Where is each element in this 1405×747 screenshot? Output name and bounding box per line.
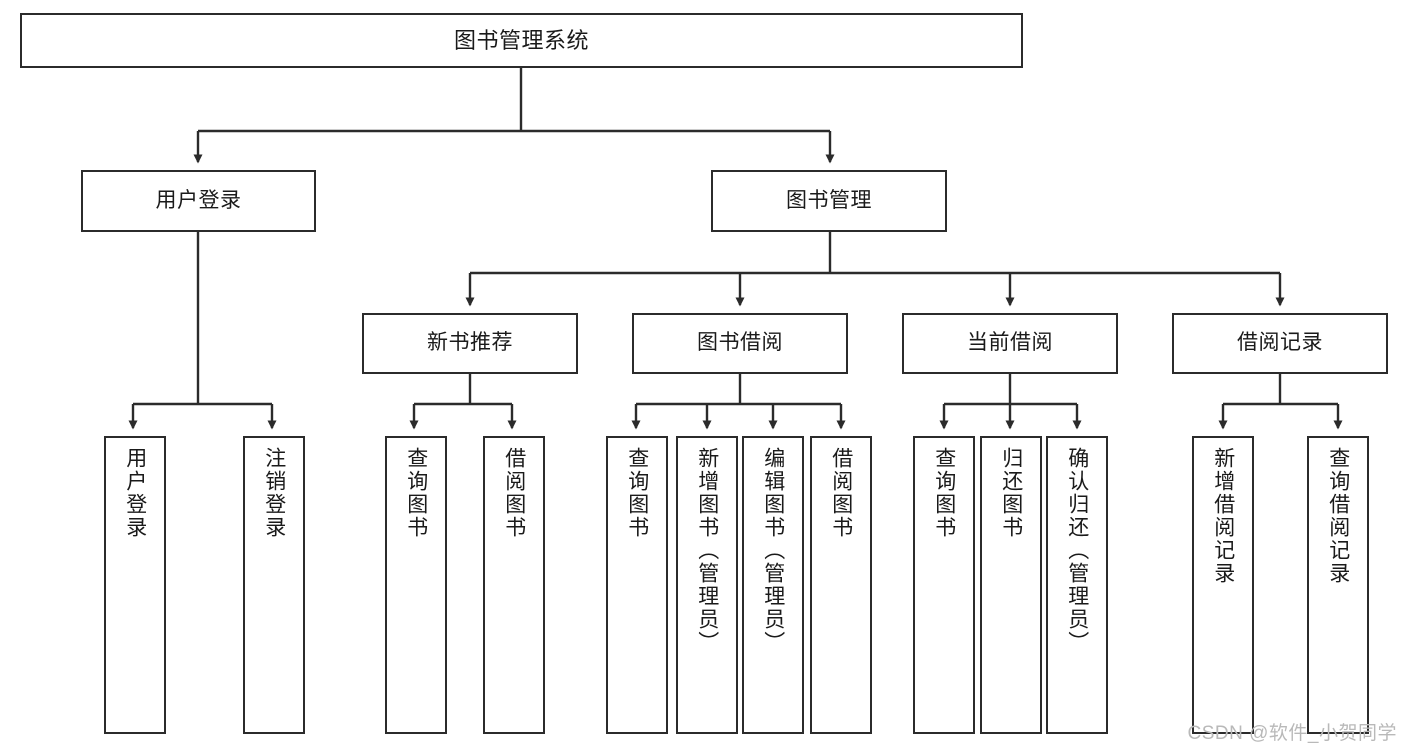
node-book-management[interactable]: 图书管理 [711,170,947,232]
node-label: 查询图书 [625,447,649,539]
node-label: 图书管理系统 [453,27,589,53]
leaf-borrow-edit-book-admin[interactable]: 编辑图书（管理员） [742,436,804,734]
node-label: 编辑图书（管理员） [761,447,785,654]
node-borrow-record[interactable]: 借阅记录 [1172,313,1388,374]
leaf-record-query-record[interactable]: 查询借阅记录 [1307,436,1369,734]
leaf-current-return-book[interactable]: 归还图书 [980,436,1042,734]
node-user-login[interactable]: 用户登录 [81,170,316,232]
node-book-borrow[interactable]: 图书借阅 [632,313,848,374]
leaf-user-login-login[interactable]: 用户登录 [104,436,166,734]
csdn-watermark: CSDN @软件_小贺同学 [1187,723,1397,744]
node-label: 借阅图书 [829,447,853,539]
leaf-recommend-query-book[interactable]: 查询图书 [385,436,447,734]
leaf-record-add-record[interactable]: 新增借阅记录 [1192,436,1254,734]
node-label: 注销登录 [262,447,286,539]
leaf-borrow-query-book[interactable]: 查询图书 [606,436,668,734]
node-label: 确认归还（管理员） [1065,447,1089,654]
node-label: 查询图书 [932,447,956,539]
node-new-book-recommend[interactable]: 新书推荐 [362,313,578,374]
node-label: 查询借阅记录 [1326,447,1350,585]
leaf-borrow-borrow-book[interactable]: 借阅图书 [810,436,872,734]
node-label: 当前借阅 [967,331,1053,355]
node-label: 借阅图书 [502,447,526,539]
leaf-borrow-add-book-admin[interactable]: 新增图书（管理员） [676,436,738,734]
node-root-system[interactable]: 图书管理系统 [20,13,1023,68]
leaf-current-query-book[interactable]: 查询图书 [913,436,975,734]
node-label: 图书管理 [786,188,872,212]
node-label: 新书推荐 [427,331,513,355]
node-label: 新增图书（管理员） [695,447,719,654]
node-label: 借阅记录 [1237,331,1323,355]
leaf-current-confirm-return-admin[interactable]: 确认归还（管理员） [1046,436,1108,734]
node-label: 图书借阅 [697,331,783,355]
node-label: 用户登录 [123,447,147,539]
node-label: 新增借阅记录 [1211,447,1235,585]
node-current-borrow[interactable]: 当前借阅 [902,313,1118,374]
leaf-user-login-logout[interactable]: 注销登录 [243,436,305,734]
node-label: 归还图书 [999,447,1023,539]
leaf-recommend-borrow-book[interactable]: 借阅图书 [483,436,545,734]
node-label: 用户登录 [155,188,242,212]
node-label: 查询图书 [404,447,428,539]
